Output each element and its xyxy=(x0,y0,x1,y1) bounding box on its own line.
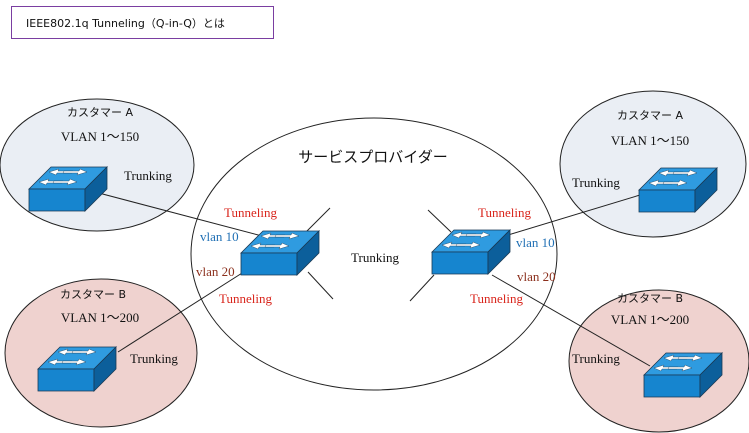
link-provider-stub-1 xyxy=(305,207,331,233)
link-customer-b-left xyxy=(117,267,251,353)
edge-left-vlan-20: vlan 20 xyxy=(196,264,235,279)
title-box: IEEE802.1q Tunneling（Q-in-Q）とは xyxy=(11,6,274,39)
link-customer-a-right xyxy=(507,194,641,236)
service-provider-area xyxy=(190,117,558,391)
customer-a-left-vlan: VLAN 1～150 xyxy=(61,129,139,144)
customer-b-right-name: カスタマー B xyxy=(617,292,683,305)
edge-left-vlan-10: vlan 10 xyxy=(200,229,239,244)
customer-a-right-name: カスタマー A xyxy=(617,109,683,122)
edge-right-tunneling-top: Tunneling xyxy=(478,205,531,220)
customer-b-left-name: カスタマー B xyxy=(60,288,126,301)
customer-a-right-link-label: Trunking xyxy=(572,175,620,190)
customer-a-right-vlan: VLAN 1～150 xyxy=(611,133,689,148)
page-title: IEEE802.1q Tunneling（Q-in-Q）とは xyxy=(26,16,225,30)
link-customer-a-left xyxy=(94,191,263,237)
edge-right-tunneling-bottom: Tunneling xyxy=(470,291,523,306)
customer-b-left-vlan: VLAN 1～200 xyxy=(61,310,139,325)
customer-a-left-name: カスタマー A xyxy=(67,106,133,119)
customer-b-right-vlan: VLAN 1～200 xyxy=(611,312,689,327)
customer-a-left-link-label: Trunking xyxy=(124,168,172,183)
edge-left-tunneling-bottom: Tunneling xyxy=(219,291,272,306)
link-customer-b-right xyxy=(491,274,651,367)
edge-right-vlan-20: vlan 20 xyxy=(517,269,556,284)
link-provider-stub-4 xyxy=(409,274,435,302)
link-provider-stub-3 xyxy=(427,209,452,233)
link-provider-stub-2 xyxy=(307,271,334,300)
service-provider-label: サービスプロバイダー xyxy=(298,148,447,166)
edge-left-tunneling-top: Tunneling xyxy=(224,205,277,220)
customer-b-right-link-label: Trunking xyxy=(572,351,620,366)
customer-b-left-link-label: Trunking xyxy=(130,351,178,366)
provider-core-link-label: Trunking xyxy=(351,250,399,265)
edge-right-vlan-10: vlan 10 xyxy=(516,235,555,250)
